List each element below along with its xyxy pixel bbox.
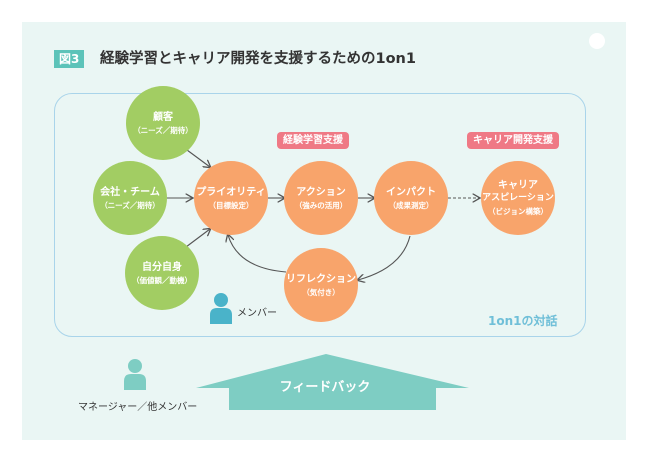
node-impact-label: インパクト: [386, 186, 436, 198]
arrow-reflection-to-priority: [228, 235, 287, 273]
node-priority-sub: （目標設定）: [208, 200, 254, 210]
manager-other-members-label: マネージャー／他メンバー: [78, 402, 198, 413]
member-person-icon: [210, 293, 232, 324]
node-impact-sub: （成果測定）: [388, 200, 434, 210]
node-reflection: リフレクション （気付き）: [284, 248, 358, 322]
node-customer: 顧客 （ニーズ／期待）: [126, 86, 200, 160]
node-company-team: 会社・チーム （ニーズ／期待）: [93, 161, 167, 235]
node-reflection-label: リフレクション: [286, 273, 356, 285]
node-company-team-label: 会社・チーム: [100, 186, 160, 198]
experiential-learning-support-label: 経験学習支援: [277, 132, 349, 149]
node-reflection-sub: （気付き）: [302, 287, 340, 297]
node-action: アクション （強みの活用）: [284, 161, 358, 235]
career-development-support-label: キャリア開発支援: [467, 132, 559, 149]
figure-number-tag: 図3: [54, 50, 85, 68]
node-self-label: 自分自身: [142, 261, 182, 273]
one-on-one-dialog-frame: [54, 93, 586, 337]
node-action-sub: （強みの活用）: [294, 200, 348, 210]
node-action-label: アクション: [296, 186, 346, 198]
arrow-impact-to-reflection: [358, 235, 411, 280]
node-impact: インパクト （成果測定）: [374, 161, 448, 235]
feedback-label: フィードバック: [279, 380, 371, 395]
one-on-one-dialog-label: 1on1の対話: [488, 314, 558, 328]
corner-dot: [589, 33, 605, 49]
feedback-arrow-shape: [196, 354, 469, 410]
arrow-self-to-priority: [185, 229, 210, 248]
node-customer-sub: （ニーズ／期待）: [133, 125, 193, 135]
node-priority: プライオリティ （目標設定）: [194, 161, 268, 235]
node-aspiration-sub: （ビジョン構築）: [488, 207, 548, 216]
manager-person-icon: [124, 359, 146, 390]
node-customer-label: 顧客: [153, 111, 173, 123]
node-aspiration-label-line2: アスピレーション: [482, 193, 554, 203]
node-self-sub: （価値観／動機）: [132, 275, 192, 285]
node-aspiration-label-line1: キャリア: [498, 180, 538, 191]
node-career-aspiration: キャリア アスピレーション （ビジョン構築）: [481, 161, 555, 235]
figure-title: 経験学習とキャリア開発を支援するための1on1: [100, 51, 416, 67]
member-label: メンバー: [237, 308, 277, 319]
node-company-team-sub: （ニーズ／期待）: [100, 200, 160, 210]
arrow-customer-to-priority: [186, 149, 210, 167]
node-self: 自分自身 （価値観／動機）: [125, 236, 199, 310]
node-priority-label: プライオリティ: [196, 186, 266, 198]
